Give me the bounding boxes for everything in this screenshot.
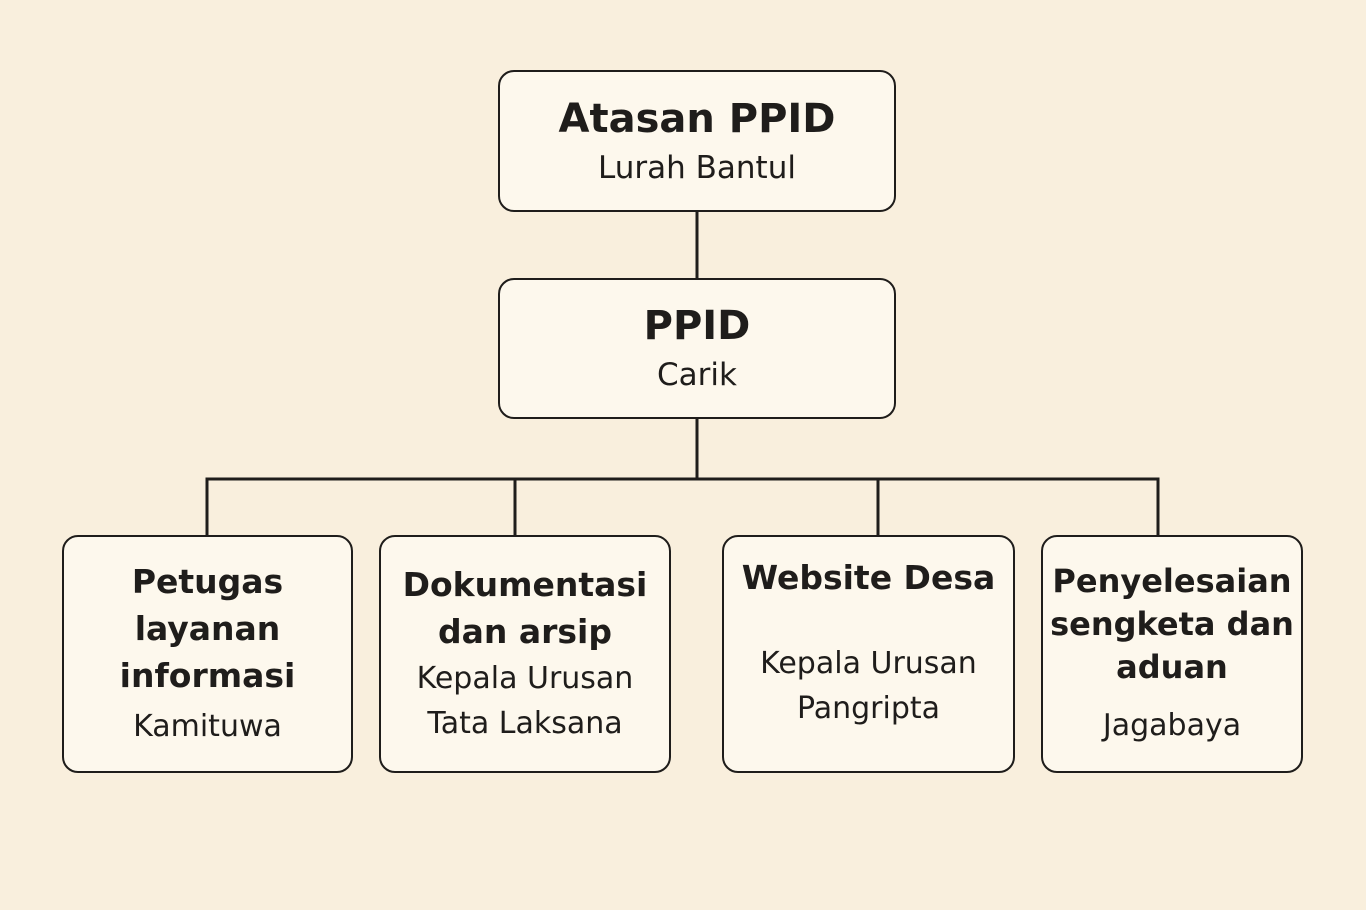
node-subtitle-line: Kepala Urusan <box>760 646 977 682</box>
node-title-line: Website Desa <box>741 557 996 597</box>
node-subtitle: Kamituwa <box>133 704 282 749</box>
node-title: Atasan PPID <box>558 95 836 142</box>
node-subtitle: Kepala Urusan Tata Laksana <box>417 656 634 746</box>
node-title: Dokumentasi dan arsip <box>403 562 648 656</box>
node-subtitle: Lurah Bantul <box>598 149 796 186</box>
node-website-desa: Website Desa Kepala Urusan Pangripta <box>722 535 1015 773</box>
node-subtitle-line: Tata Laksana <box>427 705 623 741</box>
node-title: Penyelesaian sengketa dan aduan <box>1050 560 1294 689</box>
node-title-line: Petugas <box>131 562 284 602</box>
node-title-line: dan arsip <box>437 612 612 651</box>
node-ppid: PPID Carik <box>498 278 896 419</box>
node-petugas-layanan-informasi: Petugas layanan informasi Kamituwa <box>62 535 353 773</box>
node-title-line: layanan <box>134 609 281 649</box>
node-subtitle-line: Kepala Urusan <box>416 660 634 696</box>
node-title: PPID <box>643 303 751 350</box>
node-title-line: Dokumentasi <box>402 565 648 605</box>
node-title-line: Penyelesaian <box>1052 562 1292 601</box>
node-title-line: informasi <box>119 655 296 695</box>
node-dokumentasi-dan-arsip: Dokumentasi dan arsip Kepala Urusan Tata… <box>379 535 671 773</box>
node-title: Petugas layanan informasi <box>120 559 296 700</box>
node-penyelesaian-sengketa-dan-aduan: Penyelesaian sengketa dan aduan Jagabaya <box>1041 535 1303 773</box>
node-subtitle: Carik <box>657 357 737 394</box>
node-atasan-ppid: Atasan PPID Lurah Bantul <box>498 70 896 212</box>
node-subtitle-line: Jagabaya <box>1102 707 1242 743</box>
node-subtitle: Jagabaya <box>1103 703 1241 748</box>
node-title-line: sengketa dan <box>1050 605 1294 644</box>
node-subtitle: Kepala Urusan Pangripta <box>760 641 977 731</box>
node-title-line: aduan <box>1116 647 1228 686</box>
node-subtitle-line: Pangripta <box>796 691 941 727</box>
node-subtitle-line: Kamituwa <box>133 708 282 744</box>
node-title: Website Desa <box>742 555 996 602</box>
